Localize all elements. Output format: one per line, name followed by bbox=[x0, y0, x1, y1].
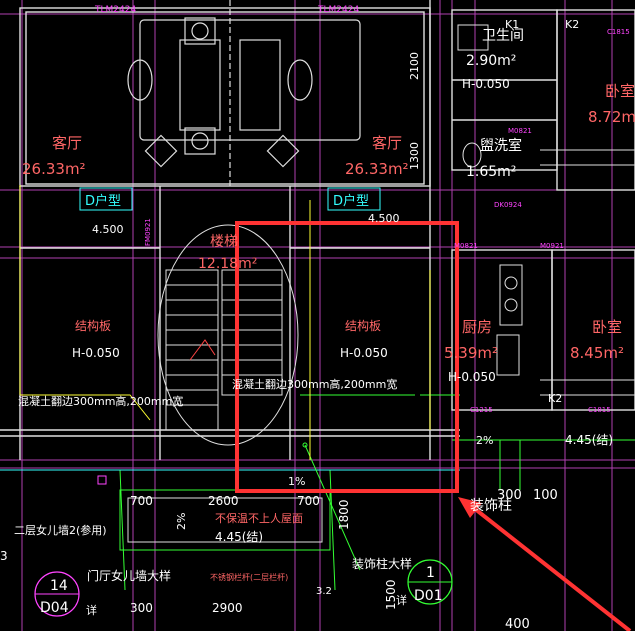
detail-d01: D01 bbox=[414, 588, 443, 604]
dim-700-right: 700 bbox=[297, 494, 320, 508]
unit-type-box-right bbox=[327, 187, 381, 211]
bedroom-mid-area: 8.45m² bbox=[570, 344, 624, 362]
canopy-elevation: 4.45(结) bbox=[215, 530, 263, 544]
wash-area: 1.65m² bbox=[466, 164, 516, 180]
dim-3-2: 3.2 bbox=[316, 586, 332, 597]
canopy-note: 不保温不上人屋面 bbox=[215, 511, 303, 525]
highlight-arrow-head bbox=[458, 497, 482, 518]
stair bbox=[157, 224, 299, 446]
dim-100: 100 bbox=[533, 488, 558, 503]
bedroom-top-name: 卧室 bbox=[605, 82, 635, 100]
bath-area: 2.90m² bbox=[466, 53, 516, 69]
dim-2600: 2600 bbox=[208, 494, 239, 508]
code-c1815-top: C1815 bbox=[607, 28, 630, 36]
beam-note-center: 混凝土翻边300mm高,200mm宽 bbox=[232, 377, 397, 391]
detail-lines bbox=[0, 185, 635, 591]
dim-1500: 1500 bbox=[384, 579, 398, 610]
struct-right-name: 结构板 bbox=[345, 318, 381, 333]
dim-700-left: 700 bbox=[130, 494, 153, 508]
dim-300-right: 300 bbox=[497, 488, 522, 503]
kitchen-h: H-0.050 bbox=[448, 370, 496, 384]
window-k1: K1 bbox=[505, 18, 519, 31]
dim-2100: 2100 bbox=[408, 52, 421, 80]
living-right-area: 26.33m² bbox=[345, 160, 409, 178]
fixtures bbox=[457, 24, 635, 396]
dim-2900: 2900 bbox=[212, 601, 243, 615]
detail-d04: D04 bbox=[40, 600, 69, 616]
right-elevation: 4.45(结) bbox=[565, 433, 613, 447]
code-m0821: M0821 bbox=[508, 127, 532, 135]
living-left-name: 客厅 bbox=[52, 134, 82, 152]
kitchen-name: 厨房 bbox=[462, 318, 492, 336]
kitchen-area: 5.39m² bbox=[444, 344, 498, 362]
bedroom-mid-name: 卧室 bbox=[592, 318, 622, 336]
dim-1300: 1300 bbox=[408, 142, 421, 170]
elevation-left: 4.500 bbox=[92, 223, 124, 236]
left-number-3: 3 bbox=[0, 549, 8, 563]
unit-type-right: D户型 bbox=[333, 193, 369, 209]
highlight-arrow-shaft bbox=[468, 503, 632, 631]
code-c1815-mid: C1815 bbox=[588, 406, 611, 414]
detail-1-number: 1 bbox=[426, 565, 435, 581]
wash-name: 盥洗室 bbox=[480, 137, 522, 154]
slope-1pct: 1% bbox=[288, 475, 305, 488]
unit-type-box-left bbox=[79, 187, 133, 211]
decorative-column-note: 装饰柱 bbox=[470, 498, 512, 514]
column-detail-note: 装饰柱大样 bbox=[352, 556, 412, 571]
highlight-box[interactable] bbox=[235, 221, 459, 493]
window-k2-mid: K2 bbox=[548, 392, 562, 405]
code-c1215: C1215 bbox=[470, 406, 493, 414]
living-room-furniture bbox=[127, 0, 361, 186]
detail-xiang-right: 详 bbox=[396, 593, 407, 607]
window-k2-top: K2 bbox=[565, 18, 579, 31]
living-right-name: 客厅 bbox=[372, 134, 402, 152]
detail-14-number: 14 bbox=[50, 578, 68, 594]
beam-note-left: 混凝土翻边300mm高,200mm宽 bbox=[18, 394, 183, 408]
code-fm: FM0921 bbox=[144, 218, 152, 246]
railing-note: 不锈钢栏杆(二层栏杆) bbox=[210, 572, 288, 582]
slope-2pct-left: 2% bbox=[175, 513, 188, 530]
slope-2pct-right: 2% bbox=[476, 434, 493, 447]
struct-left-h: H-0.050 bbox=[72, 346, 120, 360]
living-left-area: 26.33m² bbox=[22, 160, 86, 178]
dim-1800: 1800 bbox=[337, 499, 351, 530]
code-m0921: M0921 bbox=[540, 242, 564, 250]
stair-area: 12.18m² bbox=[198, 256, 257, 272]
code-m0821-left: M0821 bbox=[454, 242, 478, 250]
vestibule-parapet-note: 门厅女儿墙大样 bbox=[87, 568, 171, 583]
door-code-top-right: TLM2424 bbox=[317, 5, 359, 15]
elevation-right: 4.500 bbox=[368, 212, 400, 225]
dim-300-left: 300 bbox=[130, 601, 153, 615]
parapet-note: 二层女儿墙2(参用) bbox=[14, 523, 107, 537]
bath-h: H-0.050 bbox=[462, 77, 510, 91]
detail-xiang-left: 详 bbox=[86, 603, 97, 617]
bath-name: 卫生间 bbox=[482, 28, 524, 44]
code-dk0924: DK0924 bbox=[494, 201, 522, 209]
bedroom-top-area: 8.72m² bbox=[588, 108, 635, 126]
struct-right-h: H-0.050 bbox=[340, 346, 388, 360]
struct-left-name: 结构板 bbox=[75, 318, 111, 333]
door-code-top-left: TLM2424 bbox=[94, 5, 136, 15]
dim-400: 400 bbox=[505, 617, 530, 631]
stair-name: 楼梯 bbox=[210, 234, 238, 250]
unit-type-left: D户型 bbox=[85, 193, 121, 209]
